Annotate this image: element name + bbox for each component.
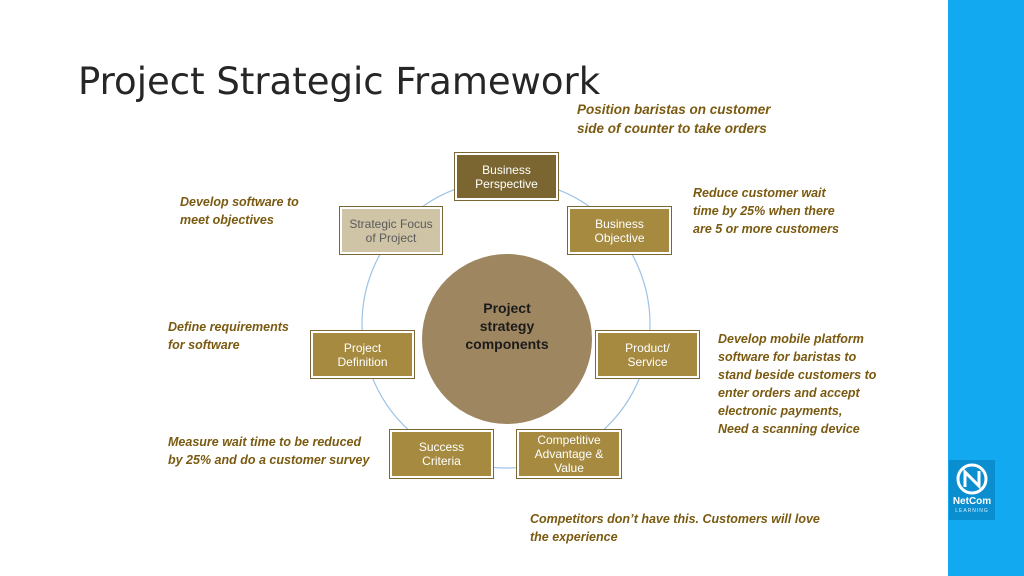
page-title: Project Strategic Framework (78, 60, 601, 103)
note-business-objective: Reduce customer wait time by 25% when th… (693, 186, 839, 236)
logo-tagline: LEARNING (955, 508, 989, 514)
netcom-logo: NetCom LEARNING (949, 460, 995, 520)
center-label: Project strategy components (465, 300, 549, 352)
node-competitive-advantage: Competitive Advantage & Value (516, 429, 622, 479)
note-product-service: Develop mobile platform software for bar… (718, 332, 877, 436)
logo-mark-icon (956, 463, 988, 495)
note-strategic-focus: Develop software to meet objectives (180, 195, 299, 227)
note-success-criteria: Measure wait time to be reduced by 25% a… (168, 435, 370, 467)
node-project-definition: Project Definition (310, 330, 415, 379)
logo-name: NetCom (952, 496, 992, 507)
center-circle: Project strategy components (422, 254, 592, 424)
node-product-service: Product/ Service (595, 330, 700, 379)
note-competitive-advantage: Competitors don’t have this. Customers w… (530, 512, 820, 544)
note-business-perspective: Position baristas on customer side of co… (577, 102, 771, 136)
node-strategic-focus: Strategic Focus of Project (339, 206, 443, 255)
node-business-objective: Business Objective (567, 206, 672, 255)
node-business-perspective: Business Perspective (454, 152, 559, 201)
node-success-criteria: Success Criteria (389, 429, 494, 479)
note-project-definition: Define requirements for software (168, 320, 289, 352)
